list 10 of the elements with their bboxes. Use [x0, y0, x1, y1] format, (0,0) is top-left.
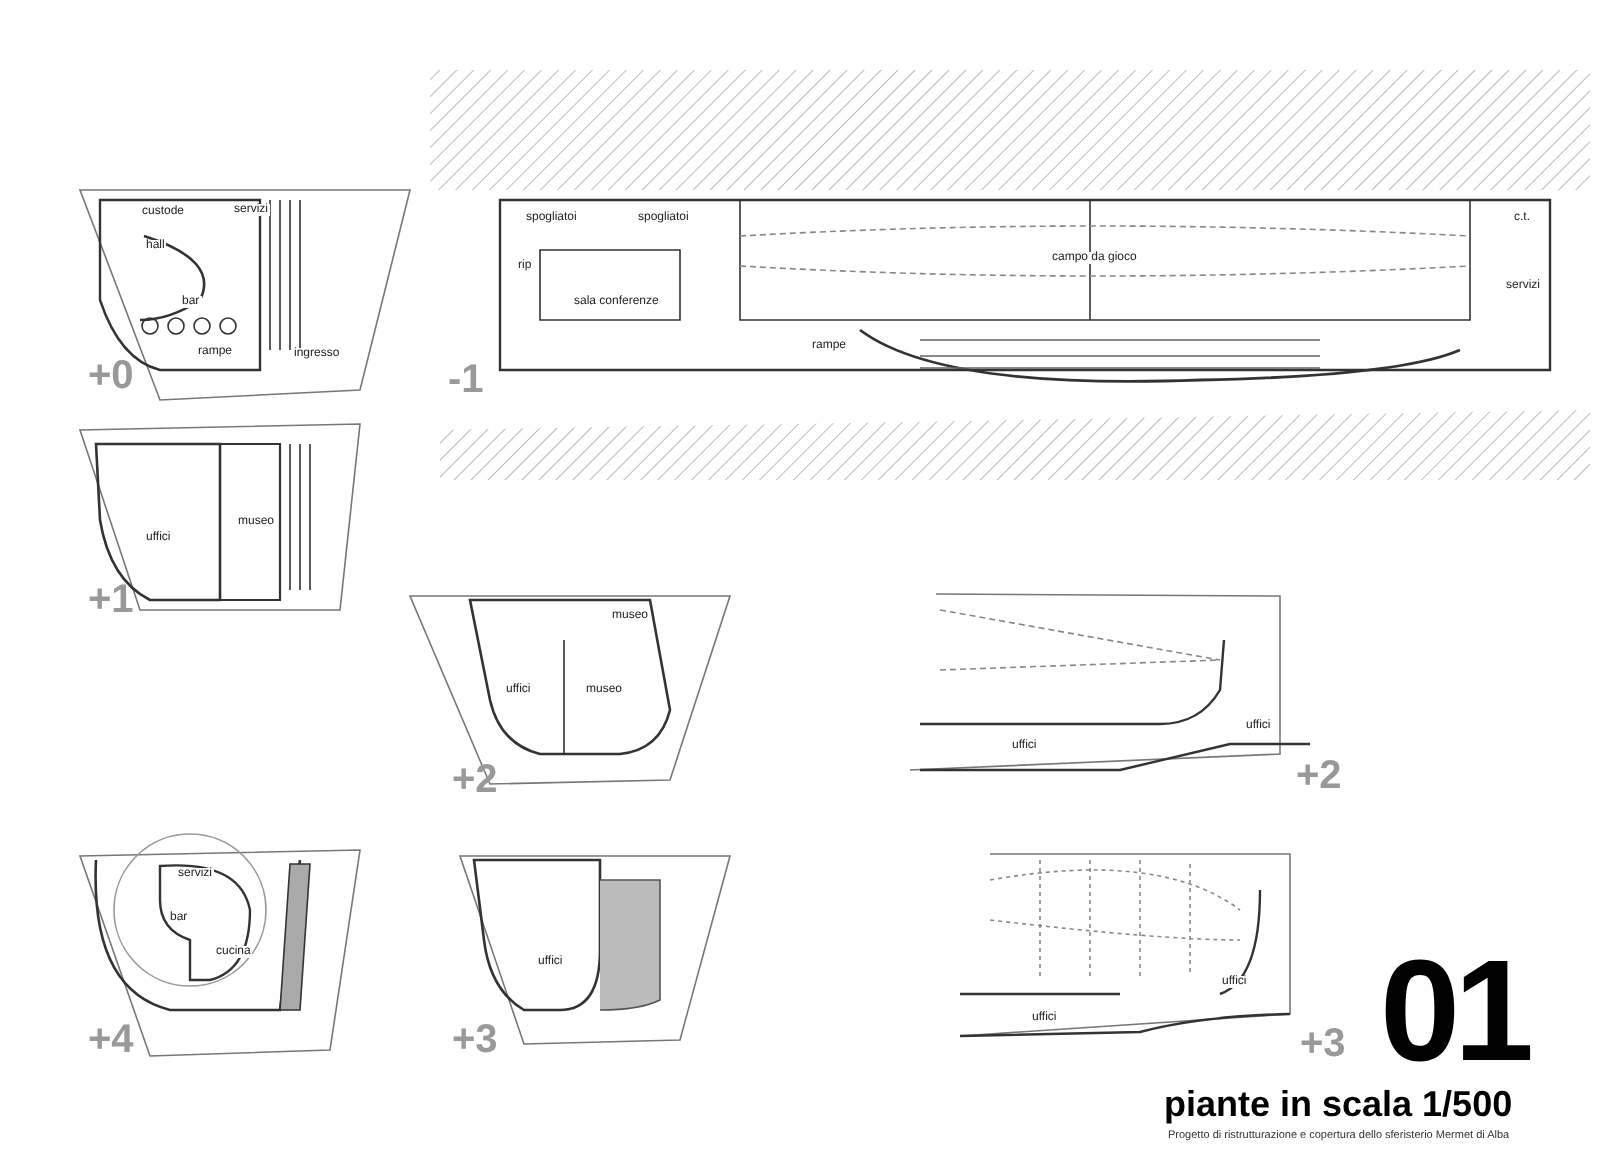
floor-number: +2: [452, 760, 498, 800]
floor-number: +3: [1300, 1024, 1346, 1064]
floor-number: +3: [452, 1020, 498, 1060]
floor-number: +0: [88, 356, 134, 396]
floor-number: +2: [1296, 756, 1342, 796]
title: piante in scala 1/500: [1164, 1086, 1513, 1122]
floor-number: -1: [448, 360, 484, 400]
floor-number: +4: [88, 1020, 134, 1060]
floor-number: +1: [88, 580, 134, 620]
sheet-number: 01: [1380, 940, 1529, 1084]
